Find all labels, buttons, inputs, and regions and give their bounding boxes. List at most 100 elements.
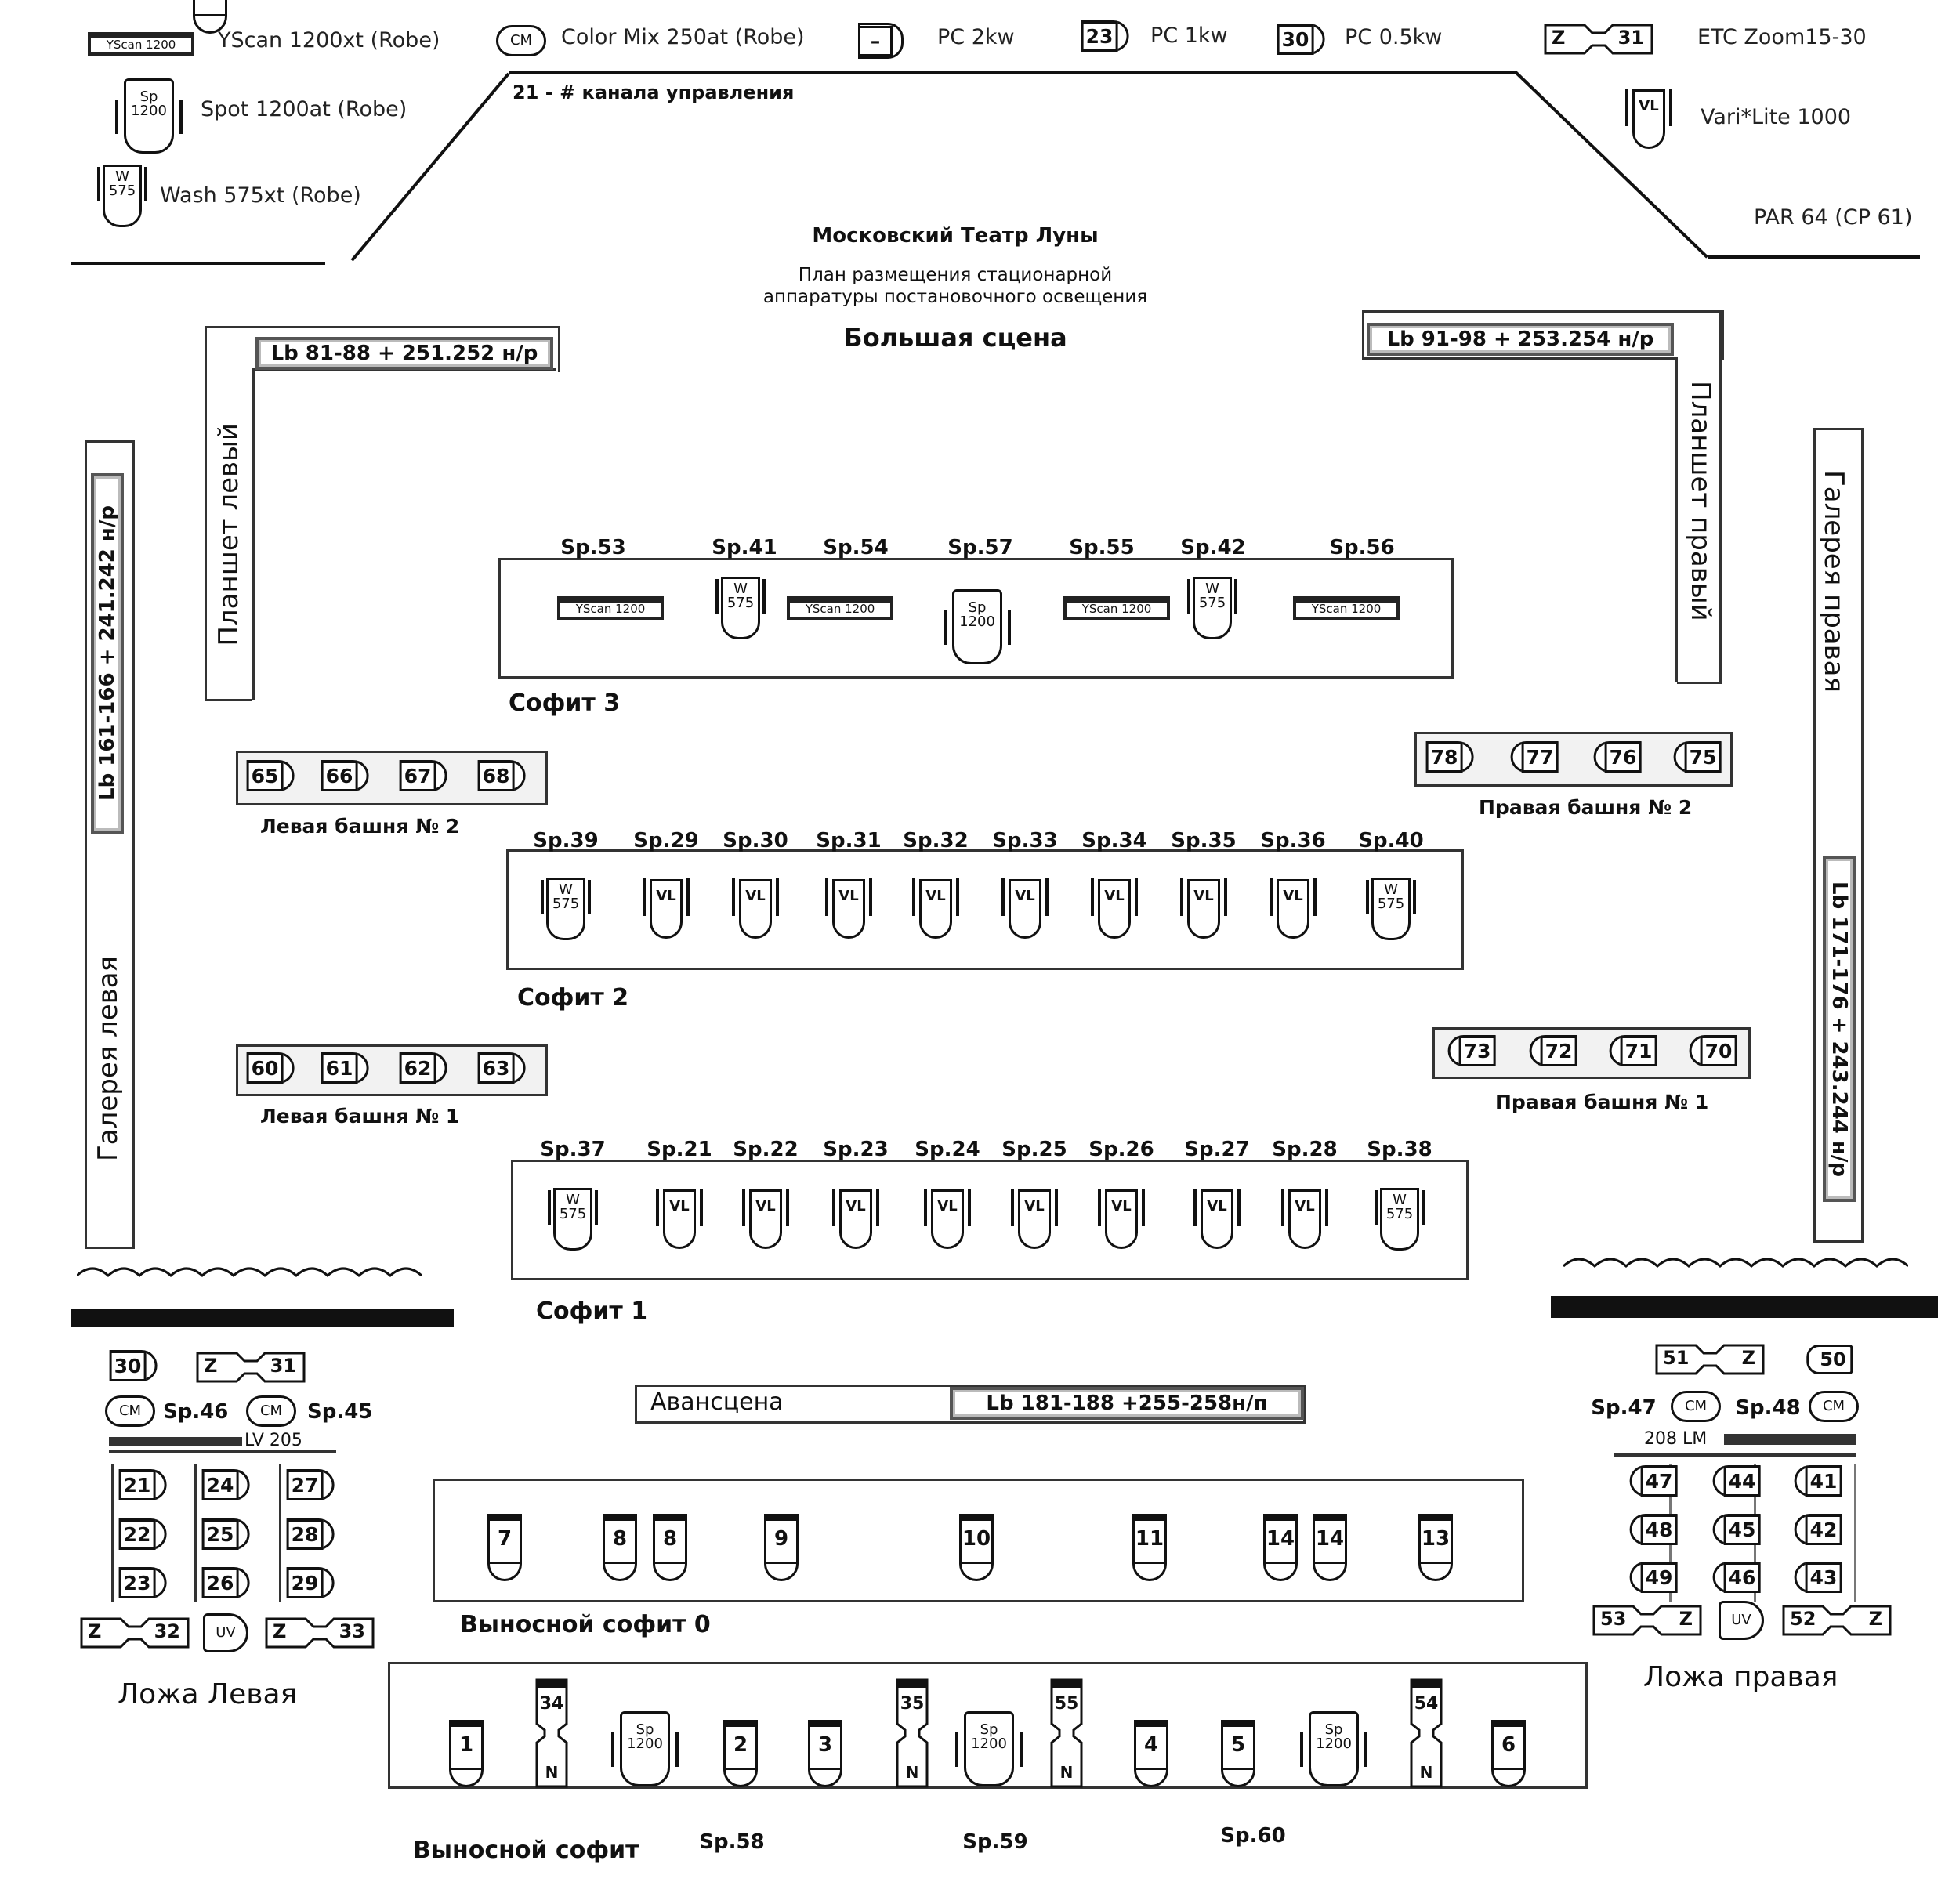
channel-number: 31 (1617, 27, 1644, 49)
par64-fixture-icon (193, 0, 227, 34)
par64-fixture-icon: 10 (959, 1514, 994, 1581)
par64-fixture-icon: 13 (1418, 1514, 1453, 1581)
channel-number: 48 (1640, 1514, 1678, 1545)
sofit3-frame (498, 558, 1454, 679)
channel-number: 45 (1723, 1514, 1761, 1545)
channel-number: 44 (1723, 1465, 1761, 1497)
channel-number: 77 (1521, 741, 1559, 773)
tower-left-1-title: Левая башня № 1 (260, 1105, 460, 1128)
gallery-left-circuits: Lb 161-166 + 241.242 н/р (91, 473, 124, 834)
par64-fixture-icon: 1 (449, 1720, 484, 1787)
spot-label: Sp.39 (533, 829, 599, 852)
spot-label: Sp.33 (992, 829, 1058, 852)
spot-label: Sp.53 (560, 536, 626, 559)
channel-number: 7 (497, 1527, 513, 1551)
fixture-text: VL (1111, 1198, 1132, 1214)
channel-note: 21 - # канала управления (513, 81, 795, 103)
par64-fixture-icon: 14 (1263, 1514, 1298, 1581)
planshet-left-title: Планшет левый (213, 423, 244, 646)
pc-fixture-icon: 44 (1712, 1465, 1761, 1497)
fixture-text: W (1384, 881, 1398, 898)
spot-label: Sp.30 (723, 829, 788, 852)
varilite-fixture-icon: VL (912, 878, 959, 939)
pc-fixture-icon: 43 (1794, 1562, 1842, 1593)
fixture-text: VL (1015, 888, 1035, 904)
legend-label-yscan: YScan 1200xt (Robe) (218, 28, 440, 52)
colormix-fixture-icon: CM (496, 25, 546, 56)
varilite-fixture-icon: VL (732, 878, 779, 939)
channel-number: 33 (339, 1620, 365, 1642)
par64-fixture-icon: 5 (1221, 1720, 1255, 1787)
pc-fixture-icon: 68 (477, 760, 526, 791)
pc-fixture-icon: 65 (246, 760, 295, 791)
remote-sofit0-title: Выносной софит 0 (460, 1611, 711, 1638)
loge-left-title: Ложа Левая (118, 1678, 298, 1710)
channel-number: 47 (1640, 1465, 1678, 1497)
channel-number: 78 (1425, 741, 1463, 773)
pc-fixture-icon: 42 (1794, 1514, 1842, 1545)
channel-number: 71 (1620, 1035, 1657, 1066)
theatre-title: Московский Театр Луны (812, 224, 1099, 248)
pc-fixture-icon: 25 (201, 1518, 250, 1550)
fixture-text: 575 (1377, 896, 1405, 912)
spot-label: Sp.59 (962, 1830, 1028, 1854)
pc-fixture-icon: 29 (286, 1567, 335, 1598)
spot-label: Sp.57 (947, 536, 1013, 559)
fixture-text: VL (1207, 1198, 1227, 1214)
channel-number: 24 (201, 1469, 239, 1500)
zoom-letter: Z (1679, 1608, 1693, 1630)
loge-right-divider (1854, 1464, 1856, 1602)
pc-fixture-icon: 60 (246, 1052, 295, 1084)
fixture-text: YScan 1200 (106, 38, 176, 52)
fixture-text: 575 (1385, 1206, 1414, 1222)
channel-number: 10 (962, 1527, 991, 1551)
divider-line (1708, 255, 1920, 259)
loge-left-bar (109, 1450, 336, 1453)
curtain-left-icon (77, 1267, 422, 1278)
channel-number: 28 (286, 1518, 324, 1550)
legend-label-spot: Spot 1200at (Robe) (201, 97, 407, 121)
pc-fixture-icon: 73 (1447, 1035, 1496, 1066)
par64-fixture-icon: 7 (487, 1514, 522, 1581)
channel-number: 30 (109, 1350, 147, 1381)
channel-number: 14 (1266, 1527, 1295, 1551)
varilite-fixture-icon: VL (742, 1189, 789, 1249)
zoom-letter: N (545, 1763, 559, 1782)
par64-fixture-icon: 11 (1132, 1514, 1167, 1581)
loge-left-divider (279, 1464, 281, 1602)
loge-right-title: Ложа правая (1643, 1661, 1838, 1693)
uv-fixture-icon: UV (203, 1613, 248, 1652)
loge-left-bar-label: LV 205 (244, 1431, 302, 1450)
varilite-fixture-icon: VL (1180, 878, 1227, 939)
pc-fixture-icon: 78 (1425, 741, 1474, 773)
fixture-text: 1200 (959, 614, 995, 630)
tower-right-2-title: Правая башня № 2 (1479, 796, 1693, 819)
remote-sofit-title: Выносной софит (413, 1837, 639, 1864)
fixture-text: Sp (636, 1721, 654, 1738)
legend-label-par64: PAR 64 (CP 61) (1754, 205, 1913, 230)
channel-number: 29 (286, 1567, 324, 1598)
spot-label: Sp.35 (1171, 829, 1237, 852)
fixture-text: CM (1684, 1398, 1708, 1414)
colormix-fixture-icon: CM (1671, 1391, 1721, 1422)
varilite-fixture-icon: VL (1001, 878, 1049, 939)
tower-left-2-title: Левая башня № 2 (260, 815, 460, 838)
par64-fixture-icon: 9 (764, 1514, 799, 1581)
spot-label: Sp.60 (1220, 1824, 1286, 1848)
channel-number: 11 (1135, 1527, 1164, 1551)
spot-label: Sp.26 (1088, 1138, 1154, 1161)
channel-number: 67 (399, 760, 436, 791)
channel-number: 14 (1315, 1527, 1345, 1551)
legend-label-pc1kw: PC 1kw (1150, 24, 1228, 48)
yscan-fixture-icon: YScan 1200 (1293, 596, 1400, 620)
